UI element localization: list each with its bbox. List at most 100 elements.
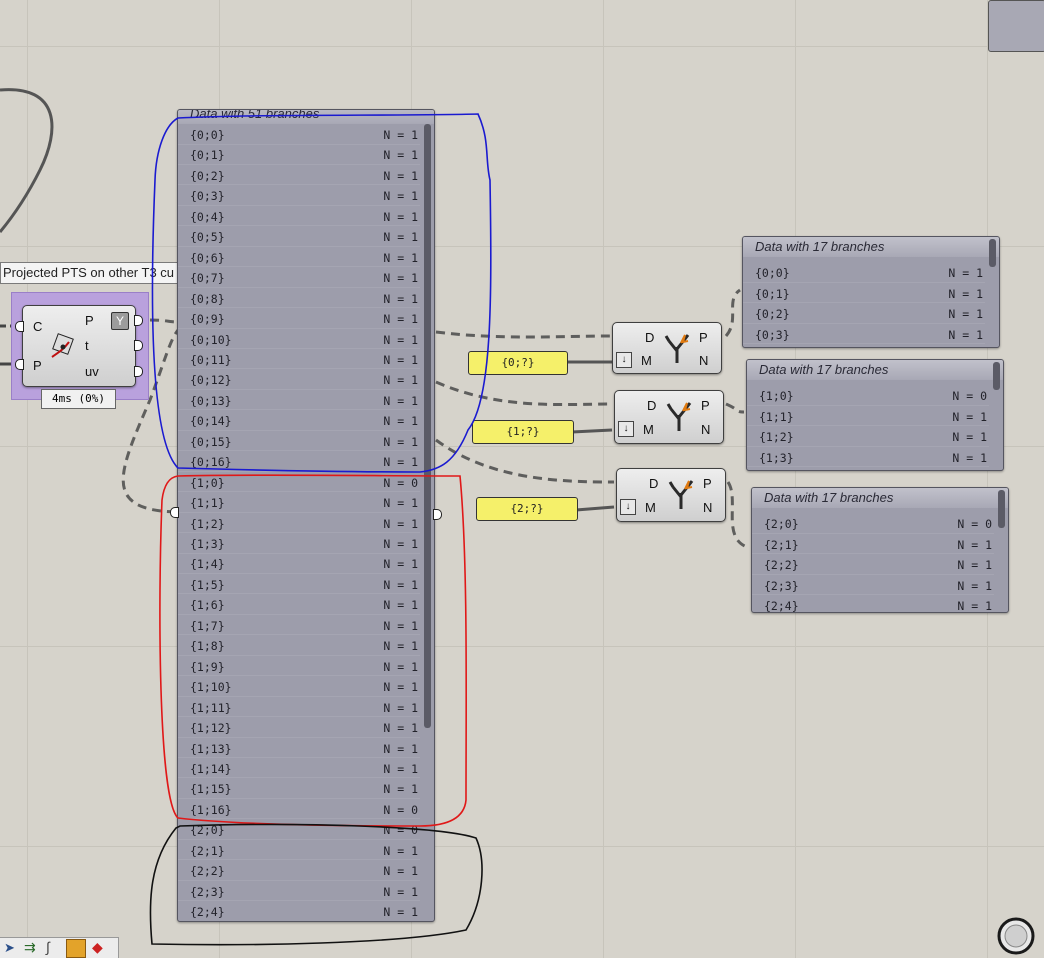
branch-row: {1;9}N = 1 [178,656,420,677]
branch-row: {0;2}N = 1 [743,303,985,324]
branch-row: {0;7}N = 1 [178,267,420,288]
top-right-panel-edge[interactable] [988,0,1044,52]
dispatch1-flatten-icon[interactable]: ↓ [616,352,632,368]
branch-row: {1;16}N = 0 [178,799,420,820]
align-icon[interactable]: ⇉ [24,939,36,955]
branch-path: {0;12} [190,373,232,388]
result-panel-2-scrollbar[interactable] [993,362,1000,390]
branch-row: {0;4} N = 1 [178,206,420,227]
branch-path: {2;0} [764,517,799,531]
branch-path: {0;3} [755,327,790,342]
branch-count: N = 1 [383,168,418,183]
branch-path: {2;2} [764,558,799,572]
wire-display-icon[interactable] [66,939,86,958]
result-panel-3-scrollbar[interactable] [998,490,1005,528]
mask-input-3[interactable]: {2;?} [476,497,578,521]
timing-label: 4ms (0%) [41,389,116,409]
dispatch3-flatten-icon[interactable]: ↓ [620,499,636,515]
branch-path: {0;3} [190,189,225,204]
main-panel-input-port[interactable] [170,507,179,518]
dispatch3-input-d: D [649,476,659,491]
branch-path: {1;4} [190,557,225,572]
mask-input-2[interactable]: {1;?} [472,420,574,444]
branch-count: N = 0 [957,517,992,531]
wire-dispatch3-to-result3 [726,481,751,550]
branch-row: {0;0}N = 1 [743,262,985,283]
dispatch2-input-d: D [647,398,657,413]
branch-count: N = 1 [383,496,418,511]
branch-row: {0;0}N = 1 [178,124,420,145]
branch-row: {2;4}N = 1 [178,901,420,921]
navigation-compass-icon[interactable] [996,916,1036,956]
branch-row: {0;5}N = 1 [178,226,420,247]
wire-dispatch2-mask [571,428,613,434]
branch-count: N = 0 [952,389,987,403]
branch-row: {0;10}N = 1 [178,329,420,349]
branch-path: {2;2} [190,864,225,879]
branch-path: {1;12} [190,721,232,736]
branch-path: {0;9} [190,312,225,327]
graft-icon[interactable]: Y [111,312,129,330]
curve-icon[interactable]: ∫ [46,939,50,955]
result-panel-2[interactable]: Data with 17 branches {1;0}N = 0{1;1}N =… [746,359,1004,471]
dispatch2-output-n: N [701,422,711,437]
result-panel-1-scrollbar[interactable] [989,239,996,267]
wire-dispatch1-to-result1 [724,288,741,337]
branch-count: N = 1 [383,271,418,286]
branch-row: {2;3}N = 1 [178,881,420,902]
dispatch-component-2[interactable]: D M P N ↓ [614,390,724,444]
curve-closest-point-component[interactable]: C P P t uv Y [22,305,136,387]
gem-icon[interactable]: ◆ [92,939,103,955]
branch-row: {0;3}N = 1 [743,324,985,344]
branch-count: N = 1 [948,286,983,301]
branch-row: {2;1}N = 1 [178,840,420,861]
dispatch3-input-m: M [645,500,656,515]
port-in-c[interactable] [15,321,24,332]
dispatch-component-1[interactable]: D M P N ↓ [612,322,722,374]
main-panel-scrollbar[interactable] [424,124,431,728]
dispatch3-output-n: N [703,500,713,515]
result-panel-3[interactable]: Data with 17 branches {2;0}N = 0{2;1}N =… [751,487,1009,613]
dispatch2-flatten-icon[interactable]: ↓ [618,421,634,437]
branch-count: N = 1 [383,537,418,551]
port-out-p[interactable] [134,315,143,326]
branch-count: N = 1 [383,639,418,654]
branch-count: N = 1 [383,782,418,797]
branch-count: N = 1 [383,864,418,879]
main-panel-output-port[interactable] [433,509,442,520]
input-p-label: P [33,358,42,373]
dispatch-component-3[interactable]: D M P N ↓ [616,468,726,522]
branch-path: {1;6} [190,598,225,613]
branch-row: {0;3} N = 1 [178,185,420,206]
branch-count: N = 1 [383,393,418,408]
branch-count: N = 1 [383,741,418,756]
branch-count: N = 1 [383,189,418,204]
port-in-p[interactable] [15,359,24,370]
dispatch2-input-m: M [643,422,654,437]
result-panel-1[interactable]: Data with 17 branches {0;0}N = 1{0;1}N =… [742,236,1000,348]
port-out-uv[interactable] [134,366,143,377]
branch-count: N = 0 [383,802,418,817]
branch-path: {0;4} [190,209,225,224]
branch-path: {1;9} [190,659,225,674]
result-panel-2-title: Data with 17 branches [747,360,1003,380]
branch-path: {1;11} [190,700,232,715]
branch-path: {1;10} [190,680,232,695]
output-p-label: P [85,313,94,328]
branch-path: {0;1} [190,148,225,163]
branch-count: N = 1 [383,209,418,224]
branch-row: {2;3}N = 1 [752,575,994,595]
main-data-panel[interactable]: Data with 51 branches {0;0}N = 1{0;1}N =… [177,109,435,922]
branch-row: {1;10}N = 1 [178,676,420,697]
port-out-t[interactable] [134,340,143,351]
branch-path: {1;7} [190,618,225,633]
branch-count: N = 1 [952,450,987,465]
component-tooltip: Projected PTS on other T3 cu [0,262,180,284]
mask-input-1[interactable]: {0;?} [468,351,568,375]
branch-row: {0;8}N = 1 [178,288,420,309]
result-panel-1-title: Data with 17 branches [743,237,999,257]
output-uv-label: uv [85,364,99,379]
select-arrow-icon[interactable]: ➤ [4,940,15,955]
branch-path: {1;0} [190,475,225,490]
branch-path: {2;1} [190,843,225,858]
